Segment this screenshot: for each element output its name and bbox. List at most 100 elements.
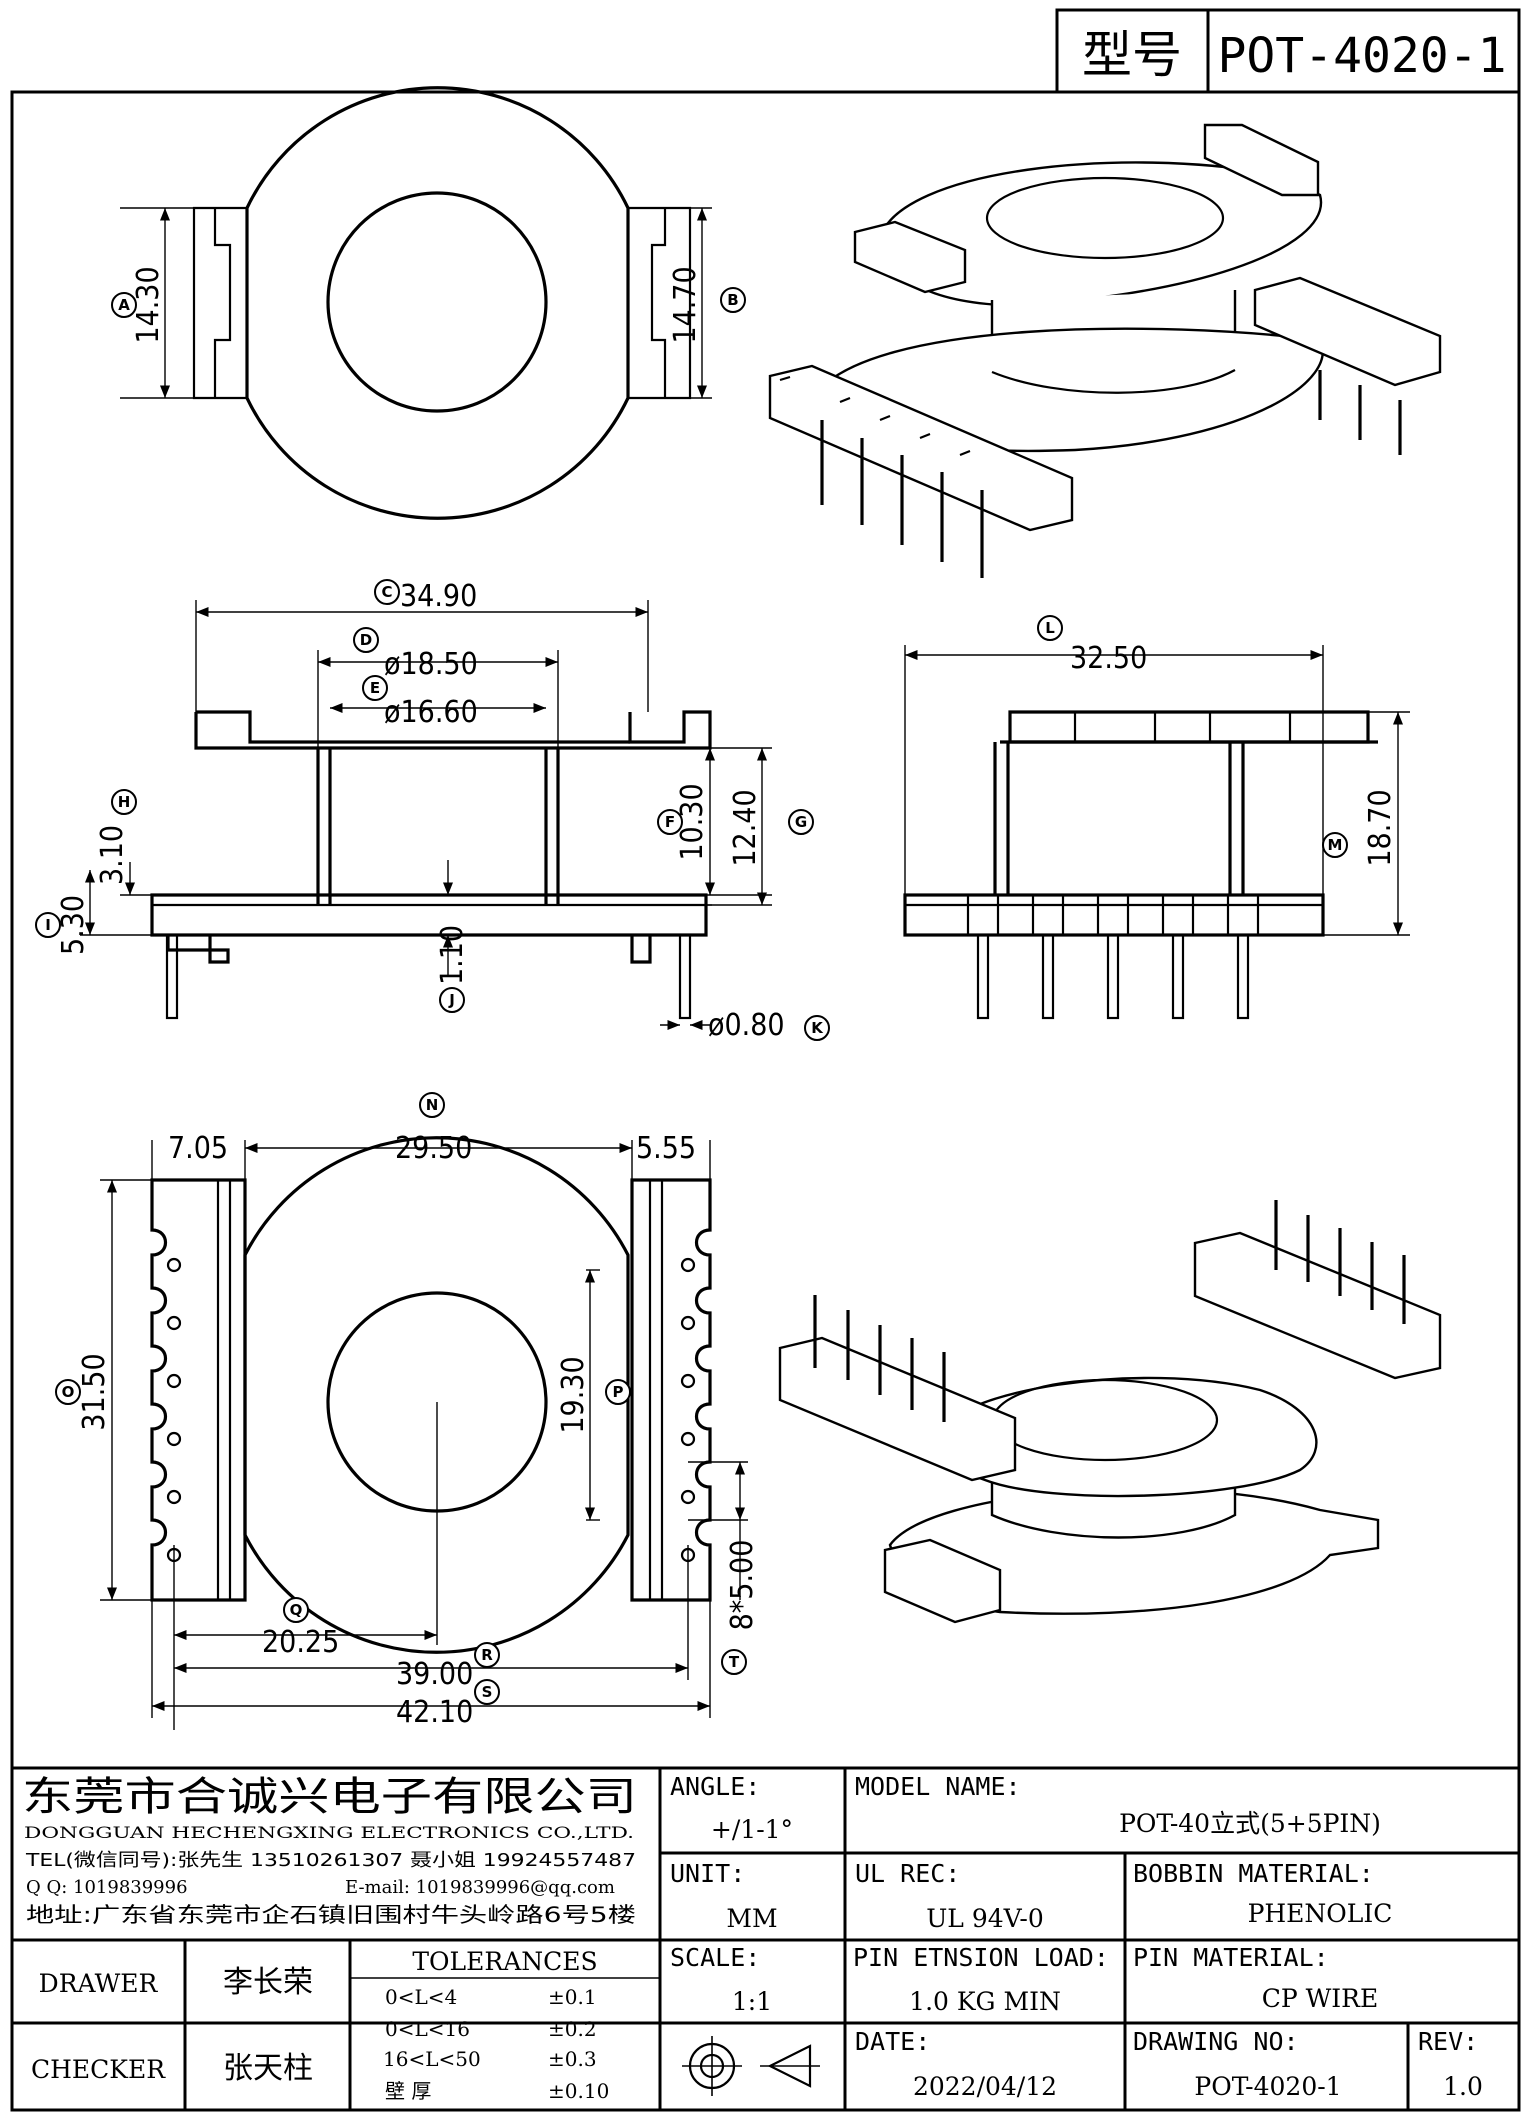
date-value: 2022/04/12 [913, 2072, 1057, 2101]
projection-symbol [682, 2036, 820, 2096]
tag-A: A [111, 292, 137, 318]
side-view: 32.50 18.70 [903, 641, 1410, 1020]
tag-Q: Q [283, 1597, 309, 1623]
tolerance-value: ±0.2 [548, 2017, 597, 2041]
bottom-view: 29.50 7.05 5.55 31.50 19.30 8*5.00 20.25… [77, 1131, 760, 1730]
tag-F: F [657, 809, 683, 835]
drawing-no-label: DRAWING NO: [1133, 2027, 1299, 2056]
scale-value: 1:1 [732, 1987, 772, 2016]
tag-L: L [1037, 615, 1063, 641]
tolerance-range: 壁 厚 [385, 2079, 431, 2103]
svg-text:O: O [62, 1383, 75, 1401]
dim-N-right: 5.55 [636, 1131, 696, 1166]
dim-D: ø18.50 [384, 647, 478, 682]
svg-text:J: J [448, 991, 455, 1009]
drawing-no-value: POT-4020-1 [1194, 2072, 1341, 2101]
top-view: 14.30 14.70 [120, 86, 712, 520]
drawer-label: DRAWER [39, 1969, 159, 1998]
model-name-value: POT-40立式(5+5PIN) [1119, 1809, 1381, 1838]
ul-value: UL 94V-0 [926, 1904, 1044, 1933]
tag-E: E [362, 675, 388, 701]
dim-I: 5.30 [56, 895, 91, 955]
svg-text:C: C [381, 583, 392, 601]
checker-value: 张天柱 [223, 2051, 313, 2086]
unit-label: UNIT: [670, 1859, 745, 1888]
sheet-border [10, 90, 1521, 2112]
ul-label: UL REC: [855, 1859, 960, 1888]
tag-I: I [35, 912, 61, 938]
type-label: 型号 [1082, 26, 1182, 84]
svg-text:D: D [360, 631, 372, 649]
tag-O: O [55, 1379, 81, 1405]
dimension-tags: A B C D E F G H I J K L M N O P Q R S T [35, 287, 1348, 1705]
tag-P: P [605, 1379, 631, 1405]
tag-M: M [1322, 832, 1348, 858]
tag-N: N [419, 1092, 445, 1118]
tolerance-value: ±0.1 [548, 1985, 597, 2009]
angle-value: +/1-1° [711, 1815, 793, 1844]
tolerance-value: ±0.3 [548, 2047, 597, 2071]
model-name-label: MODEL NAME: [855, 1772, 1021, 1801]
svg-text:H: H [118, 793, 131, 811]
svg-text:T: T [729, 1653, 740, 1671]
dim-H: 3.10 [95, 825, 130, 885]
svg-text:A: A [118, 296, 130, 314]
dim-K: ø0.80 [708, 1008, 785, 1043]
dim-B: 14.70 [668, 266, 703, 343]
svg-text:B: B [727, 291, 738, 309]
model-code: POT-4020-1 [1218, 28, 1507, 84]
iso-view-2 [778, 1200, 1442, 1624]
dim-S: 42.10 [396, 1695, 473, 1730]
svg-text:I: I [45, 916, 51, 934]
scale-label: SCALE: [670, 1943, 760, 1972]
title-block: 东莞市合诚兴电子有限公司 DONGGUAN HECHENGXING ELECTR… [12, 1766, 1519, 2110]
rev-label: REV: [1418, 2027, 1478, 2056]
dim-M: 18.70 [1363, 789, 1398, 866]
iso-view-1 [768, 123, 1442, 578]
angle-label: ANGLE: [670, 1772, 760, 1801]
rev-value: 1.0 [1443, 2072, 1483, 2101]
svg-text:F: F [665, 813, 675, 831]
front-section-view: 34.90 ø18.50 ø16.60 10.30 12.40 3.10 5.3… [56, 579, 785, 1043]
svg-text:G: G [795, 813, 807, 831]
dim-O: 31.50 [77, 1353, 112, 1430]
checker-label: CHECKER [31, 2055, 166, 2084]
tag-D: D [353, 627, 379, 653]
tolerance-range: 16<L<50 [383, 2047, 481, 2071]
date-label: DATE: [855, 2027, 930, 2056]
svg-text:R: R [481, 1646, 493, 1664]
tag-B: B [720, 287, 746, 313]
side-pin-blocks [966, 893, 1260, 937]
dim-Q: 20.25 [262, 1625, 339, 1660]
tolerance-range: 0<L<4 [385, 1985, 457, 2009]
side-pins [976, 933, 1250, 1020]
tag-S: S [474, 1679, 500, 1705]
pin-mat-value: CP WIRE [1262, 1984, 1379, 2013]
header-box: 型号 POT-4020-1 [1055, 8, 1521, 94]
pin-load-label: PIN ETNSION LOAD: [853, 1943, 1109, 1972]
tolerance-rows: 0<L<4 ±0.1 0<L<16 ±0.2 16<L<50 ±0.3 壁 厚 … [383, 1985, 609, 2103]
svg-text:E: E [370, 679, 380, 697]
dim-T: 8*5.00 [725, 1540, 760, 1631]
tag-J: J [439, 987, 465, 1013]
dim-J: 1.10 [435, 925, 470, 985]
tag-R: R [474, 1642, 500, 1668]
dim-R: 39.00 [396, 1657, 473, 1692]
dim-G: 12.40 [728, 789, 763, 866]
drawer-value: 李长荣 [223, 1965, 313, 2000]
company-tel: TEL(微信同号):张先生 13510261307 聂小姐 1992455748… [25, 1850, 636, 1871]
tag-G: G [788, 809, 814, 835]
dim-P: 19.30 [556, 1356, 591, 1433]
dim-E: ø16.60 [384, 695, 478, 730]
svg-text:K: K [811, 1019, 824, 1037]
company-qq: Q Q: 1019839996 [26, 1877, 188, 1898]
tolerance-value: ±0.10 [548, 2079, 609, 2103]
svg-text:Q: Q [290, 1601, 303, 1619]
tag-T: T [721, 1649, 747, 1675]
svg-text:S: S [482, 1683, 493, 1701]
dim-N: 29.50 [395, 1131, 472, 1166]
company-address: 地址:广东省东莞市企石镇旧围村牛头岭路6号5楼 [26, 1903, 636, 1927]
pin-mat-label: PIN MATERIAL: [1133, 1943, 1329, 1972]
bobbin-value: PHENOLIC [1248, 1899, 1393, 1928]
